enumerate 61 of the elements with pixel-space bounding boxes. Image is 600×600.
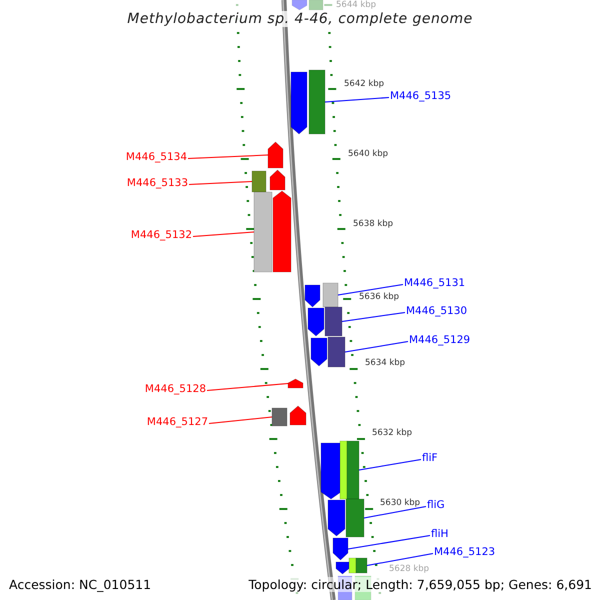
gene-feature bbox=[321, 443, 341, 499]
gene-feature bbox=[254, 192, 272, 272]
gene-feature bbox=[305, 285, 320, 307]
gene-feature bbox=[268, 142, 283, 168]
leader-line bbox=[188, 181, 252, 185]
scale-label: 5642 kbp bbox=[344, 79, 384, 89]
scale-label: 5636 kbp bbox=[359, 292, 400, 302]
gene-label: M446_5131 bbox=[404, 277, 466, 290]
leader-line bbox=[348, 535, 430, 550]
leader-line bbox=[338, 284, 404, 296]
gene-label: M446_5135 bbox=[390, 90, 452, 103]
leader-line bbox=[364, 506, 426, 518]
leader-line bbox=[208, 416, 272, 424]
gene-feature bbox=[291, 72, 307, 134]
gene-label: M446_5132 bbox=[130, 229, 192, 242]
footer-note: Accession: NC_010511 bbox=[9, 577, 152, 592]
gene-feature bbox=[309, 70, 325, 134]
scale-label: 5628 kbp bbox=[389, 564, 430, 574]
gene-label: fliF bbox=[422, 452, 438, 465]
title: Methylobacterium sp. 4-46, complete genome bbox=[127, 11, 473, 27]
gene-feature bbox=[272, 408, 287, 426]
gene-label: M446_5133 bbox=[126, 177, 188, 190]
leader-line bbox=[206, 383, 288, 391]
gene-label: M446_5123 bbox=[434, 546, 496, 559]
gene-feature bbox=[290, 406, 306, 425]
footer-note: Topology: circular; Length: 7,659,055 bp; Genes: 6,691 bbox=[248, 577, 592, 592]
gene-feature bbox=[323, 283, 338, 307]
gene-label: M446_5129 bbox=[409, 334, 470, 347]
scale-label: 5640 kbp bbox=[348, 149, 388, 159]
gene-feature bbox=[340, 441, 347, 499]
leader-line bbox=[342, 312, 406, 322]
gene-feature bbox=[328, 500, 345, 536]
leader-line bbox=[358, 459, 422, 470]
gene-label: fliH bbox=[431, 528, 448, 541]
leader-line bbox=[188, 154, 268, 159]
leader-line bbox=[366, 553, 434, 566]
gene-feature bbox=[346, 499, 364, 537]
scale-label: 5638 kbp bbox=[353, 219, 394, 229]
gene-feature bbox=[356, 558, 367, 573]
leader-line bbox=[324, 97, 390, 102]
gene-feature bbox=[325, 307, 342, 336]
gene-feature bbox=[349, 558, 356, 573]
gene-feature bbox=[252, 171, 266, 192]
gene-label: M446_5127 bbox=[146, 416, 208, 429]
gene-feature bbox=[333, 538, 348, 560]
scale-label: 5632 kbp bbox=[372, 428, 412, 438]
scale-label: 5630 kbp bbox=[380, 498, 420, 508]
gene-feature bbox=[288, 379, 303, 388]
scale-label: 5634 kbp bbox=[365, 358, 406, 368]
gene-feature bbox=[347, 441, 359, 499]
scale-label: 5644 kbp bbox=[336, 0, 376, 10]
gene-label: M446_5128 bbox=[144, 383, 206, 396]
gene-feature bbox=[328, 337, 345, 367]
gene-feature bbox=[308, 308, 324, 336]
gene-label: M446_5130 bbox=[406, 305, 468, 318]
gene-feature bbox=[311, 338, 327, 366]
leader-line bbox=[344, 341, 408, 352]
gene-label: M446_5134 bbox=[126, 151, 187, 164]
leader-line bbox=[192, 232, 254, 237]
gene-label: fliG bbox=[427, 499, 445, 512]
gene-feature bbox=[270, 170, 285, 190]
